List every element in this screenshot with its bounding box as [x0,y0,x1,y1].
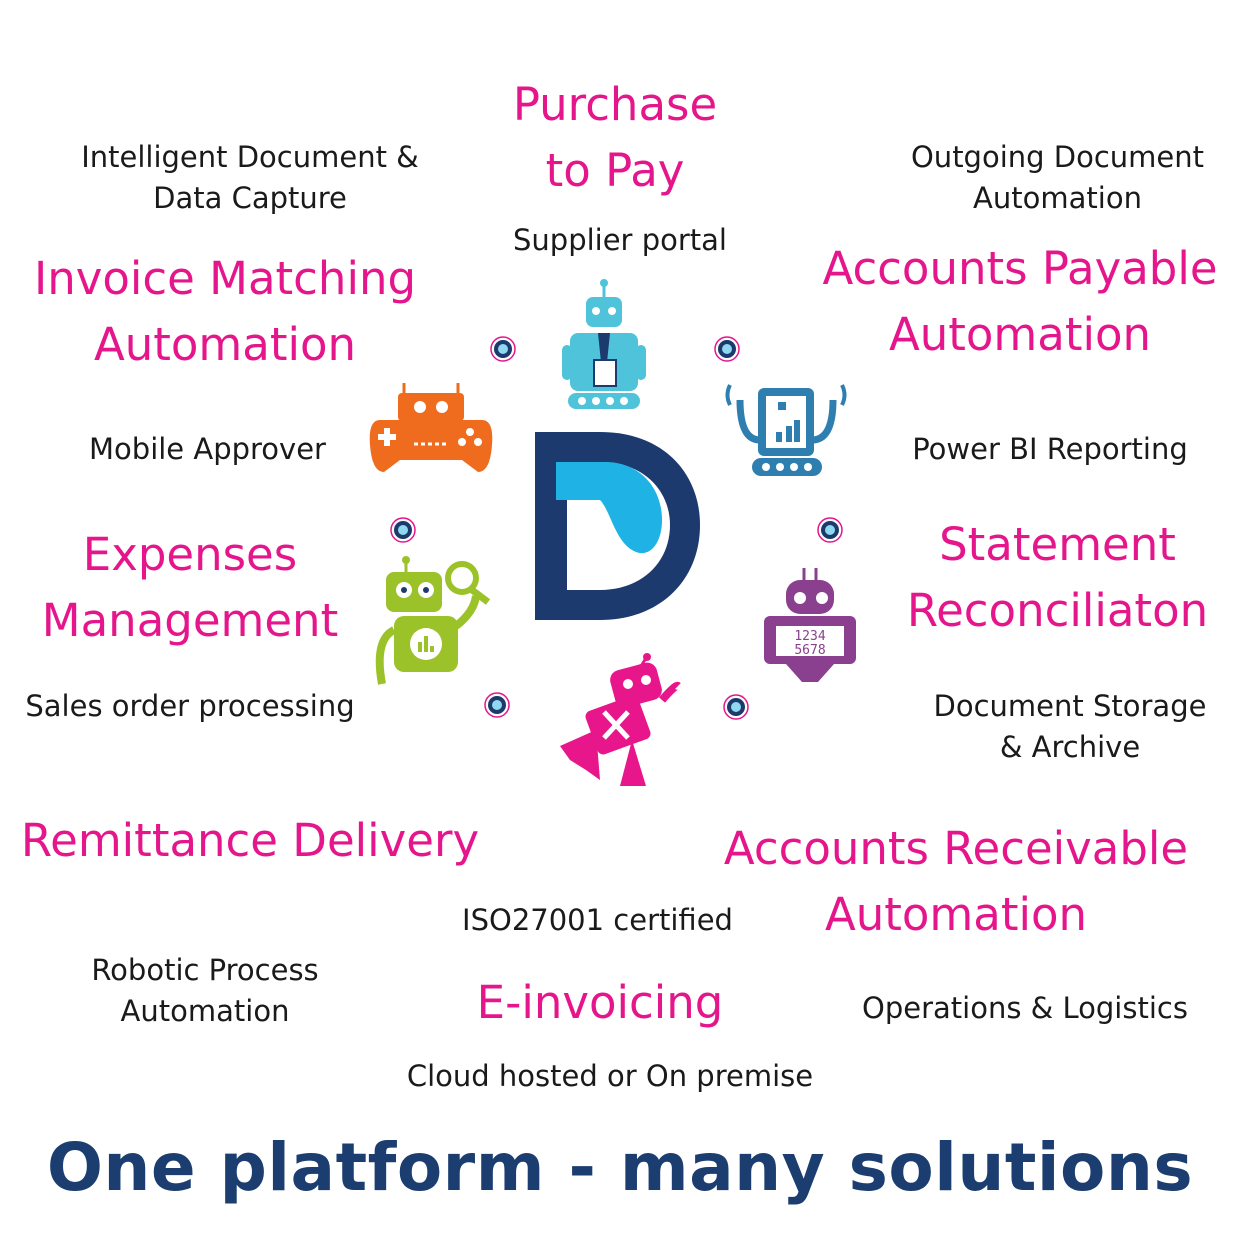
target-dot-icon [484,692,510,718]
target-dot-icon [490,336,516,362]
target-dot-icon [714,336,740,362]
statement-reconciliation-label: Statement Reconciliaton [906,518,1209,637]
target-dot-icon [817,517,843,543]
letter-d-logo [535,432,700,620]
svg-text:1234: 1234 [794,629,825,644]
svg-text:5678: 5678 [794,643,825,658]
intelligent-capture-label: Intelligent Document & Data Capture [81,140,419,215]
mobile-approver-label: Mobile Approver [89,432,326,466]
cloud-label: Cloud hosted or On premise [406,1059,814,1093]
flying-robot-icon [560,653,681,786]
remittance-label: Remittance Delivery [20,814,480,867]
sales-order-label: Sales order processing [25,689,355,723]
numbers-robot-icon: 1234 5678 [764,568,856,682]
outgoing-document-label: Outgoing Document Automation [910,140,1205,215]
power-bi-label: Power BI Reporting [912,432,1188,466]
target-dot-icon [723,694,749,720]
document-storage-label: Document Storage & Archive [933,689,1207,764]
tie-robot-icon [562,279,646,409]
purchase-to-pay-label: Purchase to Pay [512,78,718,197]
operations-label: Operations & Logistics [862,991,1188,1025]
invoice-matching-label: Invoice Matching Automation [33,252,417,371]
accounts-payable-label: Accounts Payable Automation [822,242,1218,361]
gamepad-robot-icon [369,383,493,472]
target-dot-icon [390,517,416,543]
expenses-label: Expenses Management [41,528,339,647]
tagline: One platform - many solutions [46,1129,1194,1206]
einvoicing-label: E-invoicing [476,976,724,1029]
accounts-receivable-label: Accounts Receivable Automation [723,822,1189,941]
magnifier-robot-icon [375,556,491,685]
iso-label: ISO27001 certified [462,903,733,937]
rpa-label: Robotic Process Automation [91,953,319,1028]
supplier-portal-label: Supplier portal [513,223,727,257]
tablet-robot-icon [725,384,847,476]
